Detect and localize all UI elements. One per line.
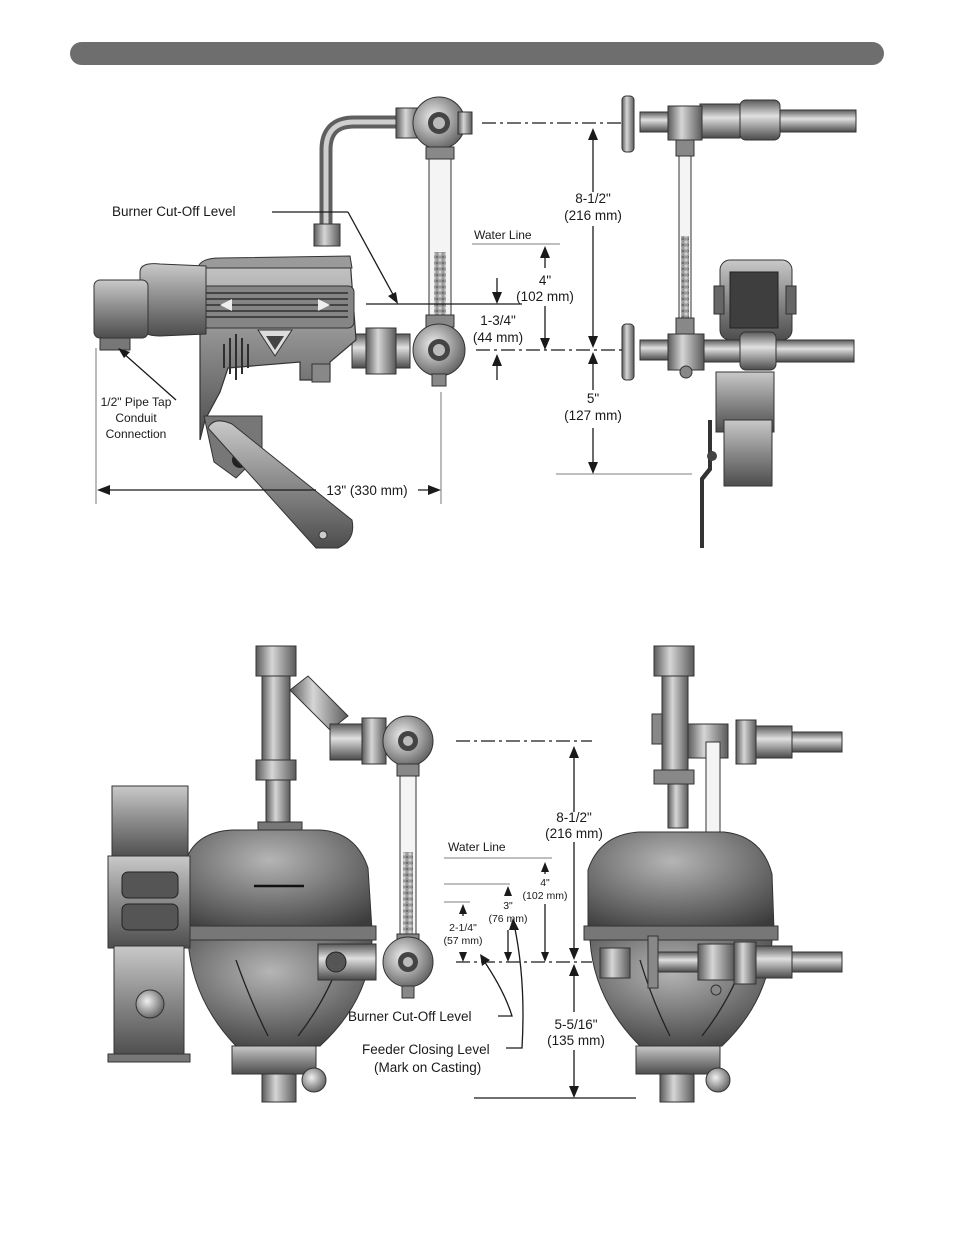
top-height-dim-in: 8-1/2" (575, 191, 611, 206)
top-lower-dim-mm: (127 mm) (564, 408, 622, 423)
pipe-tap-label-2: Conduit (115, 411, 157, 425)
bottom-waterline-dim-in: 4" (540, 877, 550, 889)
top-waterline-dim-in: 4" (539, 273, 552, 288)
top-lower-dim-in: 5" (587, 391, 600, 406)
bottom-side-view (584, 646, 842, 1102)
bottom-burner-cutoff-label: Burner Cut-Off Level (348, 1009, 472, 1024)
top-waterline-dim-mm: (102 mm) (516, 289, 574, 304)
bottom-water-line-label: Water Line (448, 840, 506, 854)
top-burner-cutoff-label: Burner Cut-Off Level (112, 204, 236, 219)
feeder-closing-label-1: Feeder Closing Level (362, 1042, 490, 1057)
bottom-feeder-dim-mm: (76 mm) (488, 913, 527, 925)
top-width-dim: 13" (330 mm) (326, 483, 407, 498)
top-water-line-label: Water Line (474, 228, 532, 242)
top-side-view (622, 96, 856, 548)
bottom-waterline-dim-mm: (102 mm) (523, 890, 568, 902)
top-front-view (94, 97, 472, 548)
pipe-tap-label-3: Connection (106, 427, 167, 441)
header-bar (70, 42, 884, 65)
bottom-height-dim-mm: (216 mm) (545, 826, 603, 841)
feeder-closing-label-2: (Mark on Casting) (374, 1060, 481, 1075)
bottom-lower-dim-mm: (135 mm) (547, 1033, 605, 1048)
pipe-tap-label-1: 1/2" Pipe Tap (101, 395, 172, 409)
bottom-feeder-dim-in: 3" (503, 900, 513, 912)
top-cutoff-dim-in: 1-3/4" (480, 313, 516, 328)
bottom-cutoff-dim-mm: (57 mm) (443, 935, 482, 947)
top-cutoff-dim-mm: (44 mm) (473, 330, 523, 345)
bottom-lower-dim-in: 5-5/16" (554, 1017, 597, 1032)
bottom-cutoff-dim-in: 2-1/4" (449, 922, 477, 934)
bottom-height-dim-in: 8-1/2" (556, 810, 592, 825)
bottom-front-view (108, 646, 433, 1102)
top-height-dim-mm: (216 mm) (564, 208, 622, 223)
